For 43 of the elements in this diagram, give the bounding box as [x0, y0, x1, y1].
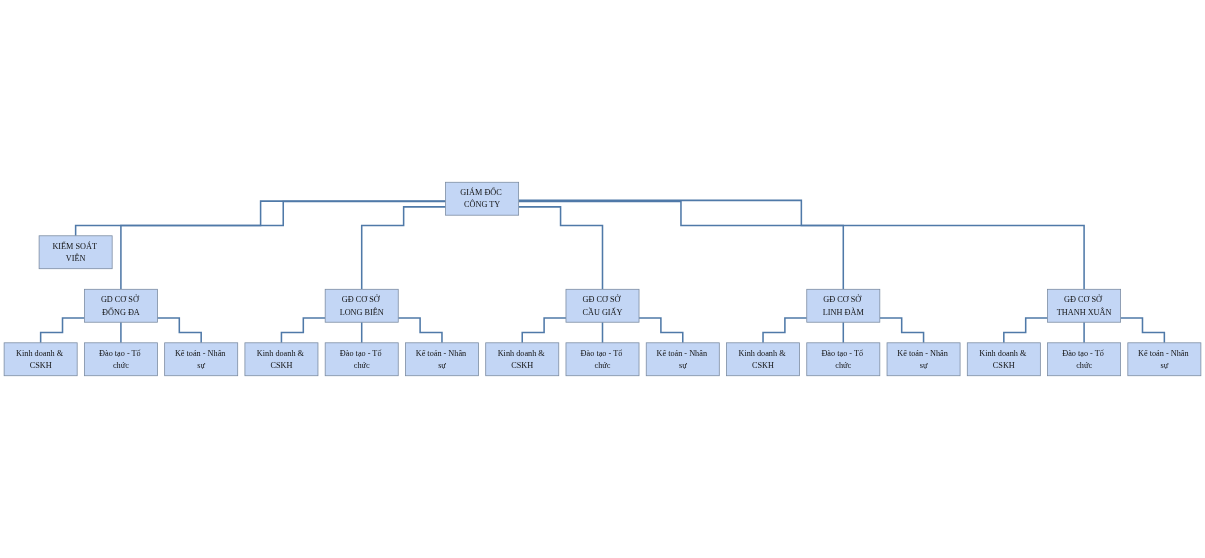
connector: [74, 200, 447, 237]
node-box: GD CƠ SỞ ĐỐNG ĐA: [84, 288, 158, 323]
node-box: Kinh doanh & CSKH: [726, 342, 800, 377]
connector: [1083, 321, 1085, 344]
node-box: Kế toán - Nhân sự: [886, 342, 961, 377]
connector: [762, 317, 808, 344]
connector: [1119, 317, 1166, 344]
node-box: Kinh doanh & CSKH: [966, 342, 1041, 377]
node-box: Đào tạo - Tổ chức: [84, 342, 158, 377]
connector: [521, 317, 567, 344]
connector: [879, 317, 925, 344]
node-box: Kinh doanh & CSKH: [3, 342, 78, 377]
node-box: Đào tạo - Tổ chức: [565, 342, 640, 377]
node-box: Kinh doanh & CSKH: [244, 342, 319, 377]
connector: [1003, 317, 1049, 344]
connector: [517, 199, 1085, 291]
node-box: Kế toán - Nhân sự: [1127, 342, 1202, 377]
connector: [360, 321, 363, 344]
connector: [120, 200, 447, 291]
connector: [120, 321, 122, 344]
connector: [360, 206, 447, 291]
connector: [156, 317, 202, 344]
connector: [601, 321, 604, 344]
node-box: Đào tạo - Tổ chức: [324, 342, 399, 377]
connector: [638, 317, 684, 344]
node-box: Kế toán - Nhân sự: [405, 342, 479, 377]
node-box: GĐ CƠ SỞ CẦU GIẤY: [565, 288, 640, 323]
node-box: Kế toán - Nhân sự: [164, 342, 239, 377]
connector: [517, 200, 845, 291]
node-box: Kinh doanh & CSKH: [485, 342, 560, 377]
connector: [842, 321, 845, 344]
node-box: Kế toán - Nhân sự: [645, 342, 720, 377]
node-box: GĐ CƠ SỞ LINH ĐÀM: [806, 288, 881, 323]
node-box: KIỂM SOÁT VIÊN: [38, 235, 113, 270]
connector: [517, 206, 604, 291]
connector: [280, 317, 326, 344]
node-box: Đào tạo - Tổ chức: [806, 342, 881, 377]
node-box: Đào tạo - Tổ chức: [1047, 342, 1121, 377]
node-box: GĐ CƠ SỞ THANH XUÂN: [1047, 288, 1121, 323]
connector: [39, 317, 86, 344]
node-box: GIÁM ĐỐC CÔNG TY: [445, 181, 519, 216]
node-box: GĐ CƠ SỞ LONG BIÊN: [324, 288, 399, 323]
connector: [397, 317, 443, 344]
